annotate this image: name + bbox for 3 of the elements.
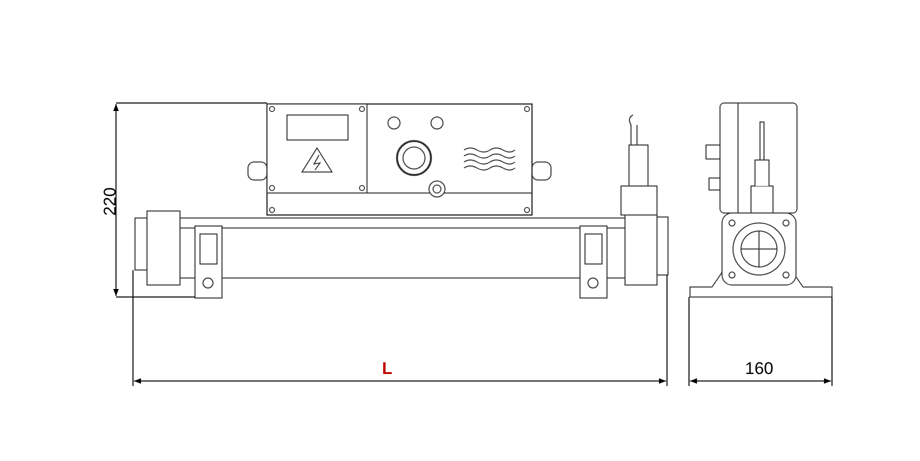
dimension-label: 220 xyxy=(102,187,119,216)
dimension-label: L xyxy=(382,360,392,377)
dimension-label: 160 xyxy=(745,360,774,377)
